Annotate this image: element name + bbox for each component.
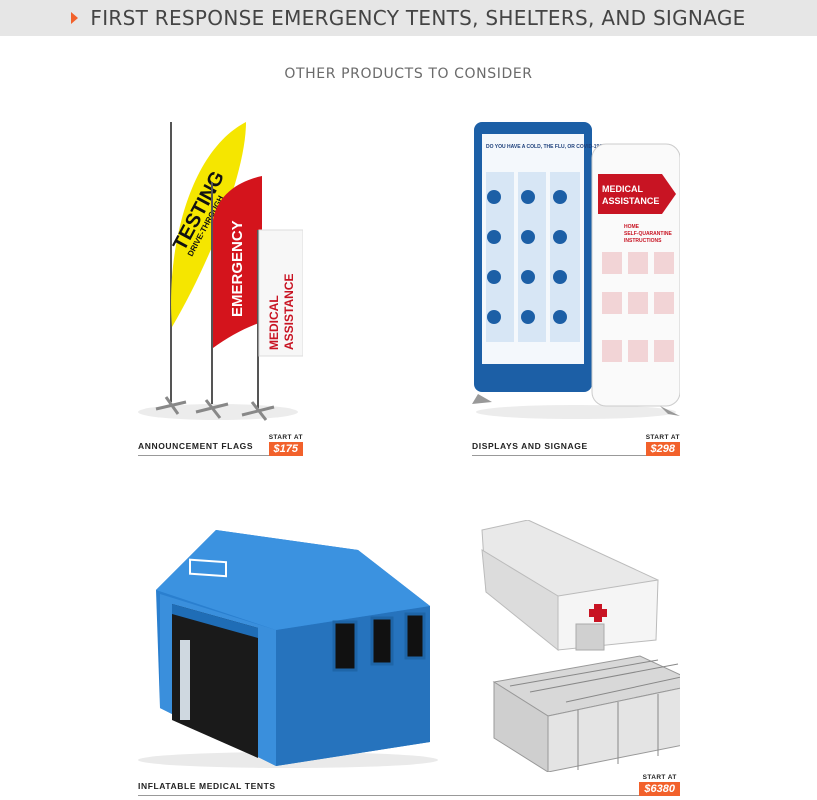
- price-start-label: START AT: [642, 774, 677, 781]
- flag-text-medical: MEDICAL: [267, 295, 281, 350]
- chevron-right-icon: [71, 12, 79, 24]
- product-card-flags[interactable]: DRIVE-THROUGH TESTING EMERGENCY MEDICAL …: [138, 112, 303, 456]
- sign-right-line-1: MEDICAL: [602, 184, 643, 194]
- tents-image: [138, 520, 680, 772]
- product-card-tents[interactable]: INFLATABLE MEDICAL TENTS START AT $6380: [138, 520, 680, 796]
- price-start-label: START AT: [268, 434, 303, 441]
- card-footer: ANNOUNCEMENT FLAGS START AT $175: [138, 434, 303, 456]
- sign-right-line-5: INSTRUCTIONS: [624, 238, 662, 244]
- card-footer: INFLATABLE MEDICAL TENTS START AT $6380: [138, 774, 680, 796]
- section-subtitle: OTHER PRODUCTS TO CONSIDER: [284, 66, 533, 82]
- sign-right-line-2: ASSISTANCE: [602, 196, 659, 206]
- flag-text-assistance: ASSISTANCE: [282, 274, 296, 350]
- card-footer: DISPLAYS AND SIGNAGE START AT $298: [472, 434, 680, 456]
- price-tag: $6380: [639, 782, 680, 796]
- sign-right-line-3: HOME: [624, 224, 640, 230]
- product-card-displays[interactable]: DO YOU HAVE A COLD, THE FLU, OR COVID-19…: [472, 112, 680, 456]
- price-tag: $298: [645, 442, 680, 456]
- price-box: START AT $6380: [639, 774, 680, 796]
- price-box: START AT $175: [268, 434, 303, 456]
- displays-image: DO YOU HAVE A COLD, THE FLU, OR COVID-19…: [472, 122, 680, 419]
- sign-right-line-4: SELF-QUARANTINE: [624, 231, 672, 237]
- page-header: FIRST RESPONSE EMERGENCY TENTS, SHELTERS…: [0, 0, 817, 36]
- price-start-label: START AT: [645, 434, 680, 441]
- flag-text-emergency: EMERGENCY: [229, 220, 246, 317]
- product-name: ANNOUNCEMENT FLAGS: [138, 441, 254, 451]
- price-tag: $175: [268, 442, 303, 456]
- product-name: DISPLAYS AND SIGNAGE: [472, 441, 588, 451]
- product-name: INFLATABLE MEDICAL TENTS: [138, 781, 276, 791]
- flags-image: DRIVE-THROUGH TESTING EMERGENCY MEDICAL …: [138, 122, 303, 421]
- page-title: FIRST RESPONSE EMERGENCY TENTS, SHELTERS…: [90, 6, 746, 30]
- price-box: START AT $298: [645, 434, 680, 456]
- sign-left-title: DO YOU HAVE A COLD, THE FLU, OR COVID-19…: [486, 144, 602, 150]
